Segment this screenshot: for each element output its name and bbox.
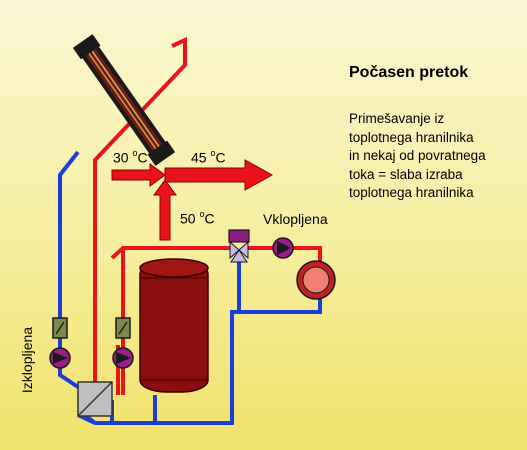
pump-left [49,347,71,369]
diagram-title: Počasen pretok [349,64,469,81]
inlet-temperature-label: 30 oC [113,148,148,166]
description-line-5: toplotnega hranilnika [349,185,474,200]
inlet-temperature-unit: C [137,149,148,166]
solar-collector [72,34,176,166]
inlet-temperature-value: 30 [113,149,129,166]
pump-right [112,347,134,369]
storage-tank [139,258,209,393]
outlet-temperature-label: 45 oC [191,148,226,166]
pump-on-label: Vklopljena [263,211,328,227]
heat-exchanger [77,381,113,417]
description-line-1: Primešavanje iz [349,111,445,126]
description-text: Primešavanje iz toplotnega hranilnika in… [349,110,486,203]
tank-temperature-unit: C [204,210,215,227]
radiator-return-line [155,298,322,425]
pipes [58,36,322,425]
pump-on [272,237,294,259]
tank-temperature-label: 50 oC [180,209,215,227]
pump-to-radiator-line [290,246,322,262]
collector-return-pipe [58,150,80,389]
arrow-outlet [164,159,274,191]
mixing-arrows [111,159,274,241]
flow-meter-right [115,317,131,339]
description-line-3: in nekaj od povratnega [349,148,486,163]
description-line-2: toplotnega hranilnika [349,129,474,145]
pump-off-label: Izklopljena [19,326,35,394]
tank-temperature-value: 50 [180,210,196,227]
flow-meter-left [52,317,68,339]
radiator [296,260,336,300]
outlet-temperature-value: 45 [191,149,207,166]
collector-flow-pipe [93,36,187,387]
mixing-valve [228,229,250,263]
arrow-inlet [111,163,166,187]
arrow-tank-up [153,179,177,241]
outlet-temperature-unit: C [215,149,226,166]
description-line-4: toka = slaba izraba [349,166,463,182]
